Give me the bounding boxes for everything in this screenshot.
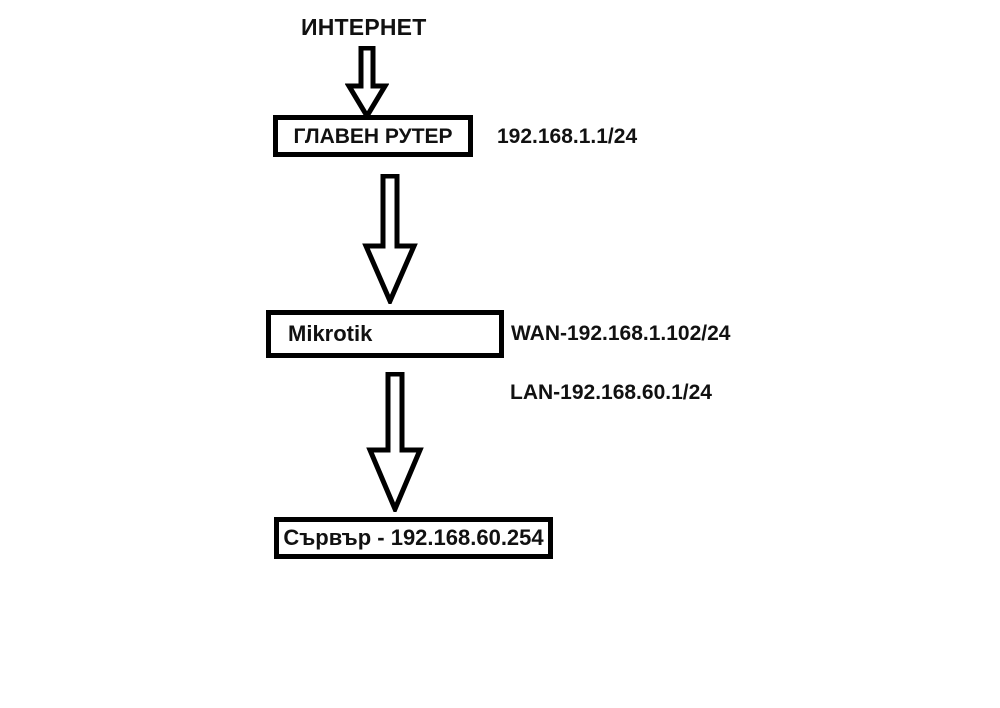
node-mikrotik-label: Mikrotik: [288, 321, 373, 346]
node-server: Сървър - 192.168.60.254: [274, 517, 553, 559]
arrow-internet-to-router-icon: [344, 45, 390, 121]
internet-title: ИНТЕРНЕТ: [301, 14, 427, 40]
node-server-label: Сървър - 192.168.60.254: [283, 525, 544, 550]
ip-label-main-router: 192.168.1.1/24: [497, 125, 638, 148]
arrow-mikrotik-to-server-icon: [366, 371, 424, 516]
ip-label-mikrotik-lan: LAN-192.168.60.1/24: [510, 381, 712, 404]
node-mikrotik: Mikrotik: [266, 310, 504, 358]
node-main-router: ГЛАВЕН РУТЕР: [273, 115, 473, 157]
node-main-router-label: ГЛАВЕН РУТЕР: [293, 124, 453, 148]
arrow-router-to-mikrotik-icon: [362, 173, 418, 308]
ip-label-mikrotik-wan: WAN-192.168.1.102/24: [511, 322, 731, 345]
